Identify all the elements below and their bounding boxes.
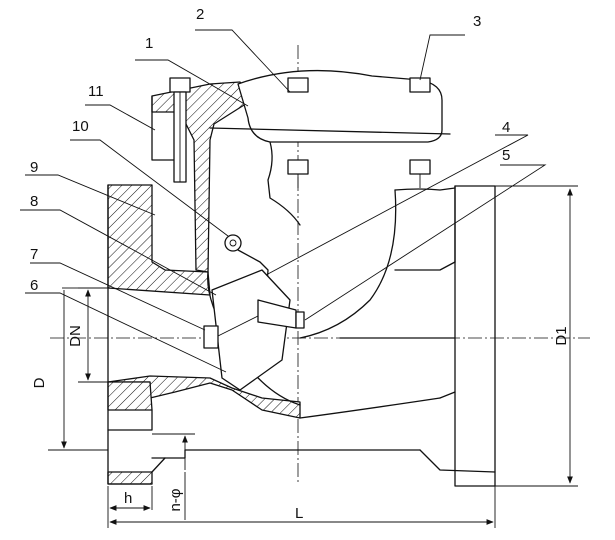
callout-9: 9 xyxy=(30,159,38,176)
leader-lines xyxy=(20,29,547,373)
callout-8: 8 xyxy=(30,193,38,210)
dimensions: DN D D1 h n-φ L xyxy=(31,185,578,528)
callout-2: 2 xyxy=(196,6,204,23)
callout-3: 3 xyxy=(473,13,481,30)
callout-7: 7 xyxy=(30,246,38,263)
cover xyxy=(209,69,451,226)
callout-1: 1 xyxy=(145,35,153,52)
dim-dn: DN xyxy=(67,325,84,347)
callout-4: 4 xyxy=(502,119,510,136)
callout-11: 11 xyxy=(88,83,104,100)
dim-h: h xyxy=(124,490,132,507)
callout-labels: 1 2 3 4 5 6 7 8 9 10 11 xyxy=(30,6,510,294)
callout-10: 10 xyxy=(72,118,89,135)
bolts xyxy=(169,77,431,188)
dim-d1: D1 xyxy=(553,326,570,345)
callout-6: 6 xyxy=(30,277,38,294)
dim-n-phi: n-φ xyxy=(167,488,184,511)
dim-d: D xyxy=(31,377,48,388)
dim-l: L xyxy=(295,505,303,522)
callout-5: 5 xyxy=(502,147,510,164)
disc-assembly xyxy=(203,234,305,391)
outlet-flange xyxy=(454,185,496,487)
